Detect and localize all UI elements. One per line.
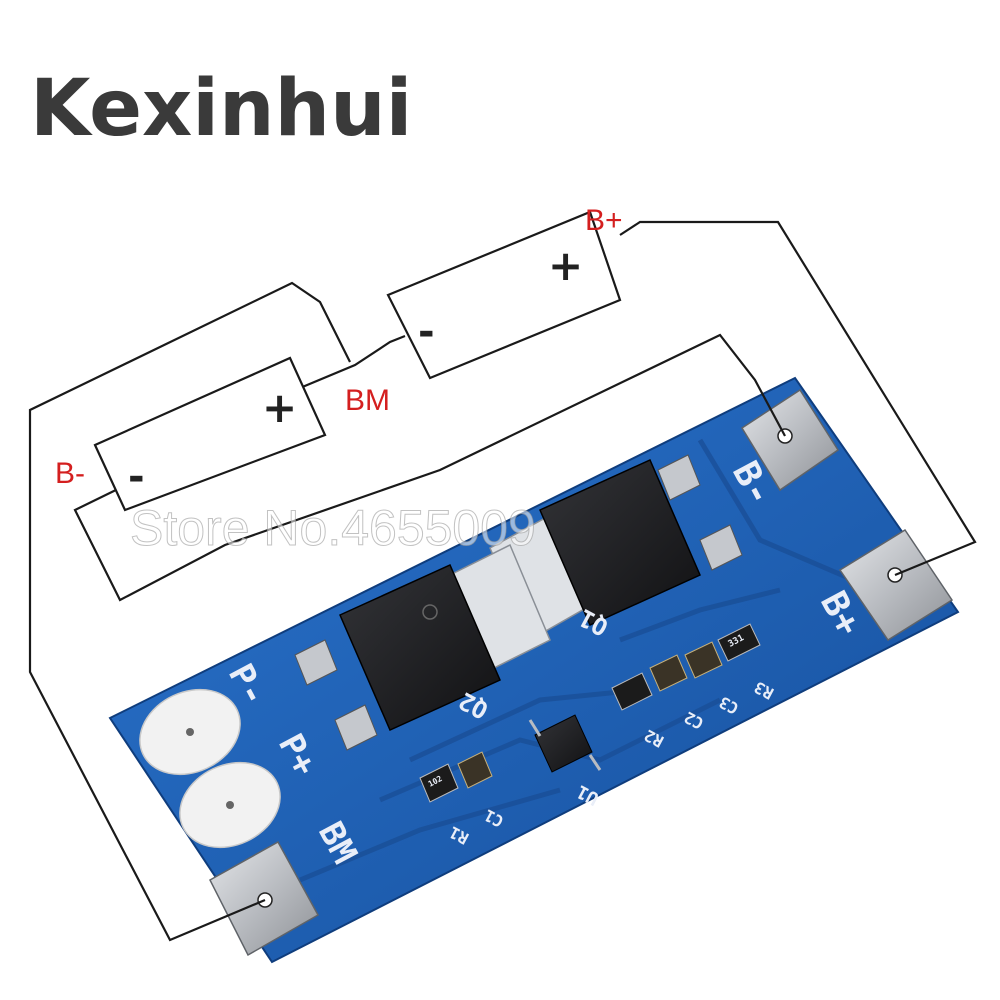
protection-board: 331 102 B- B+ P- P+ BM Q1 Q2 U1 R3 C3 C2… — [108, 376, 960, 964]
wire-b-plus — [619, 220, 977, 577]
label-bm: BM — [345, 384, 390, 417]
cell-lower-plus: + — [262, 383, 297, 432]
wiring — [28, 220, 977, 942]
smd-c2 — [649, 654, 688, 692]
battery-cell-lower: + - — [93, 356, 327, 512]
pad-p-minus — [139, 688, 241, 776]
battery-cell-upper: + - — [386, 210, 622, 380]
label-b-minus: B- — [55, 457, 85, 490]
cell-upper-plus: + — [548, 241, 583, 290]
smd-r3: 331 — [717, 623, 761, 662]
pad-p-plus — [179, 761, 281, 849]
smd-c1 — [457, 751, 493, 789]
brand-logo: Kexinhui — [30, 64, 412, 154]
wire-b-minus — [73, 333, 786, 602]
label-b-plus: B+ — [585, 204, 623, 237]
mosfet-q2 — [294, 543, 551, 751]
wire-series-link — [299, 334, 406, 390]
pad-bm — [209, 840, 320, 957]
smd-r1: 102 — [419, 763, 459, 803]
store-watermark: Store No.4655009 — [130, 500, 536, 556]
cell-upper-minus: - — [418, 309, 435, 355]
pad-b-minus — [740, 388, 840, 492]
ic-u1 — [528, 714, 602, 773]
smd-r2 — [611, 672, 653, 711]
smd-c3 — [684, 641, 723, 679]
wire-bm — [28, 281, 351, 942]
mosfet-q1 — [489, 454, 743, 642]
cell-lower-minus: - — [128, 454, 145, 500]
